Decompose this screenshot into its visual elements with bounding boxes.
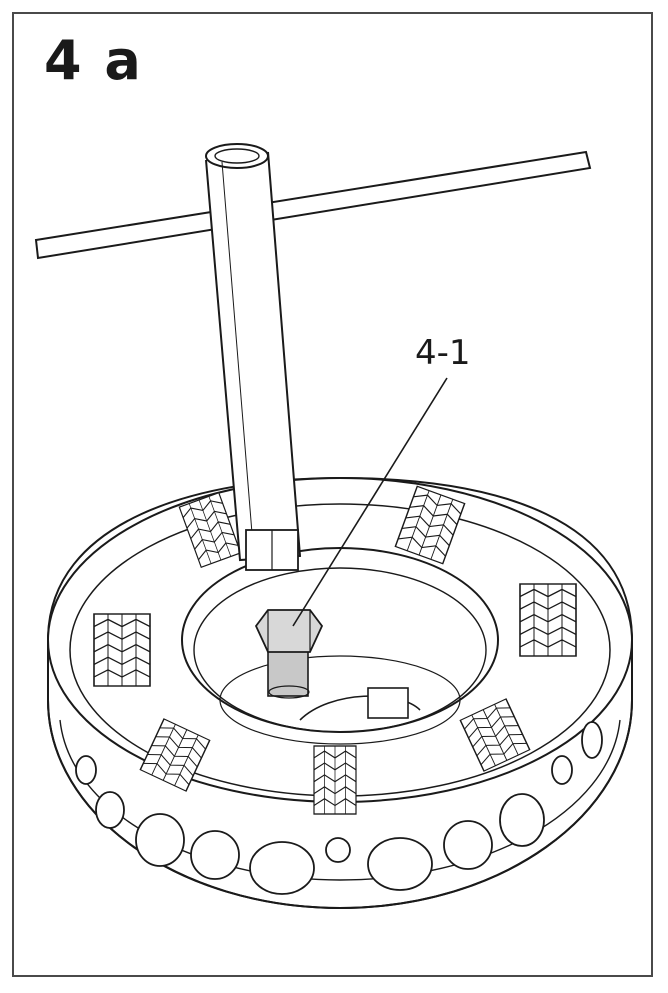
step-label: 4 a — [44, 29, 143, 92]
callout-label: 4-1 — [415, 333, 471, 373]
wrench-tube-icon — [205, 143, 302, 571]
callout-leader-line — [292, 377, 448, 627]
t-handle-wrench-icon — [34, 150, 592, 260]
bolt-icon — [254, 609, 324, 699]
cutter-head-icon — [47, 476, 633, 910]
